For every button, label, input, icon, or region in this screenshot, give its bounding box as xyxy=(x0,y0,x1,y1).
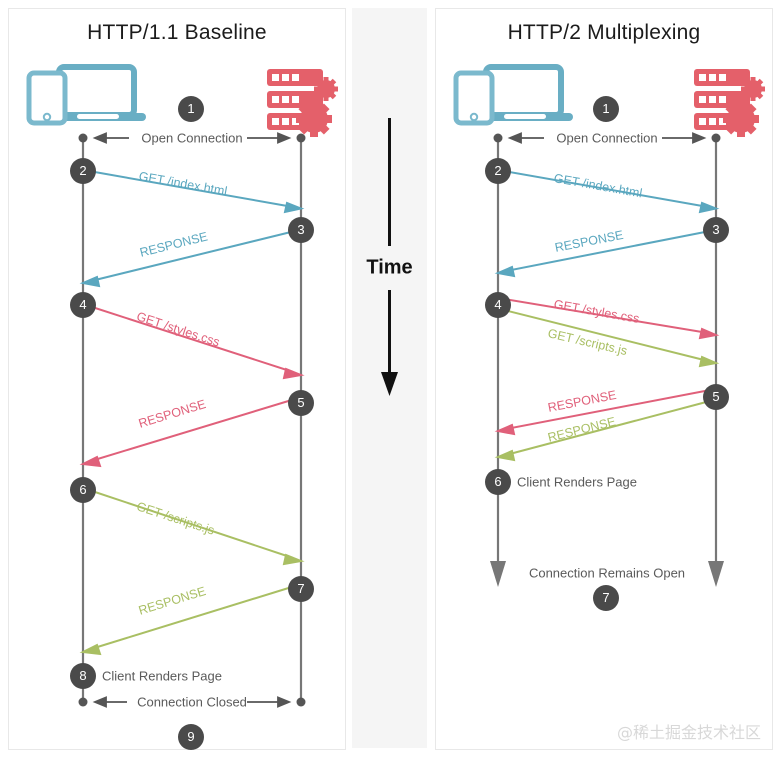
client-renders-label: Client Renders Page xyxy=(102,668,222,684)
message-arrow-response-scripts xyxy=(79,585,296,656)
connection-remains-open-label: Connection Remains Open xyxy=(528,565,686,581)
watermark: @稀土掘金技术社区 xyxy=(616,723,761,742)
message-arrow-response-scripts xyxy=(494,400,711,462)
step-badge-2: 2 xyxy=(485,158,511,184)
message-arrow-get-styles xyxy=(88,305,305,380)
message-arrow-response-styles xyxy=(79,398,296,468)
time-axis-column: Time xyxy=(352,8,427,748)
step-badge-9: 9 xyxy=(178,724,204,750)
step-badge-1: 1 xyxy=(593,96,619,122)
message-arrow-get-index xyxy=(503,170,720,214)
step-badge-7: 7 xyxy=(593,585,619,611)
step-badge-2: 2 xyxy=(70,158,96,184)
message-arrow-get-index xyxy=(88,170,305,214)
step-badge-5: 5 xyxy=(703,384,729,410)
step-badge-3: 3 xyxy=(703,217,729,243)
step-badge-4: 4 xyxy=(70,292,96,318)
open-connection-arrow xyxy=(507,132,707,144)
step-badge-4: 4 xyxy=(485,292,511,318)
time-arrow-svg xyxy=(381,118,398,396)
panel-http2-graphics xyxy=(453,64,765,587)
message-arrow-response-index xyxy=(79,230,296,288)
step-badge-8: 8 xyxy=(70,663,96,689)
panel-http2: HTTP/2 Multiplexing xyxy=(435,8,773,750)
step-badge-1: 1 xyxy=(178,96,204,122)
panel-title-http2: HTTP/2 Multiplexing xyxy=(507,21,701,44)
message-arrow-get-styles xyxy=(503,298,720,340)
panel-title-http11: HTTP/1.1 Baseline xyxy=(87,21,267,44)
message-arrow-response-styles xyxy=(494,389,711,436)
open-connection-label: Open Connection xyxy=(141,130,243,146)
connection-closed-arrow xyxy=(92,696,292,708)
step-badge-6: 6 xyxy=(485,469,511,495)
client-renders-label: Client Renders Page xyxy=(517,474,637,490)
connection-closed-label: Connection Closed xyxy=(137,694,247,710)
message-arrow-get-scripts xyxy=(503,309,720,368)
step-badge-7: 7 xyxy=(288,576,314,602)
message-arrow-response-index xyxy=(494,230,711,278)
open-connection-arrow xyxy=(92,132,292,144)
server-rack-gears-icon xyxy=(694,69,765,137)
client-devices-icon xyxy=(26,64,146,126)
message-arrow-get-scripts xyxy=(88,489,305,566)
panel-http11-graphics xyxy=(26,64,338,708)
open-connection-label: Open Connection xyxy=(556,130,658,146)
client-devices-icon xyxy=(453,64,573,126)
panel-http11: HTTP/1.1 Baseline xyxy=(8,8,346,750)
server-rack-gears-icon xyxy=(267,69,338,137)
time-axis-label: Time xyxy=(366,256,413,279)
step-badge-5: 5 xyxy=(288,390,314,416)
step-badge-3: 3 xyxy=(288,217,314,243)
step-badge-6: 6 xyxy=(70,477,96,503)
